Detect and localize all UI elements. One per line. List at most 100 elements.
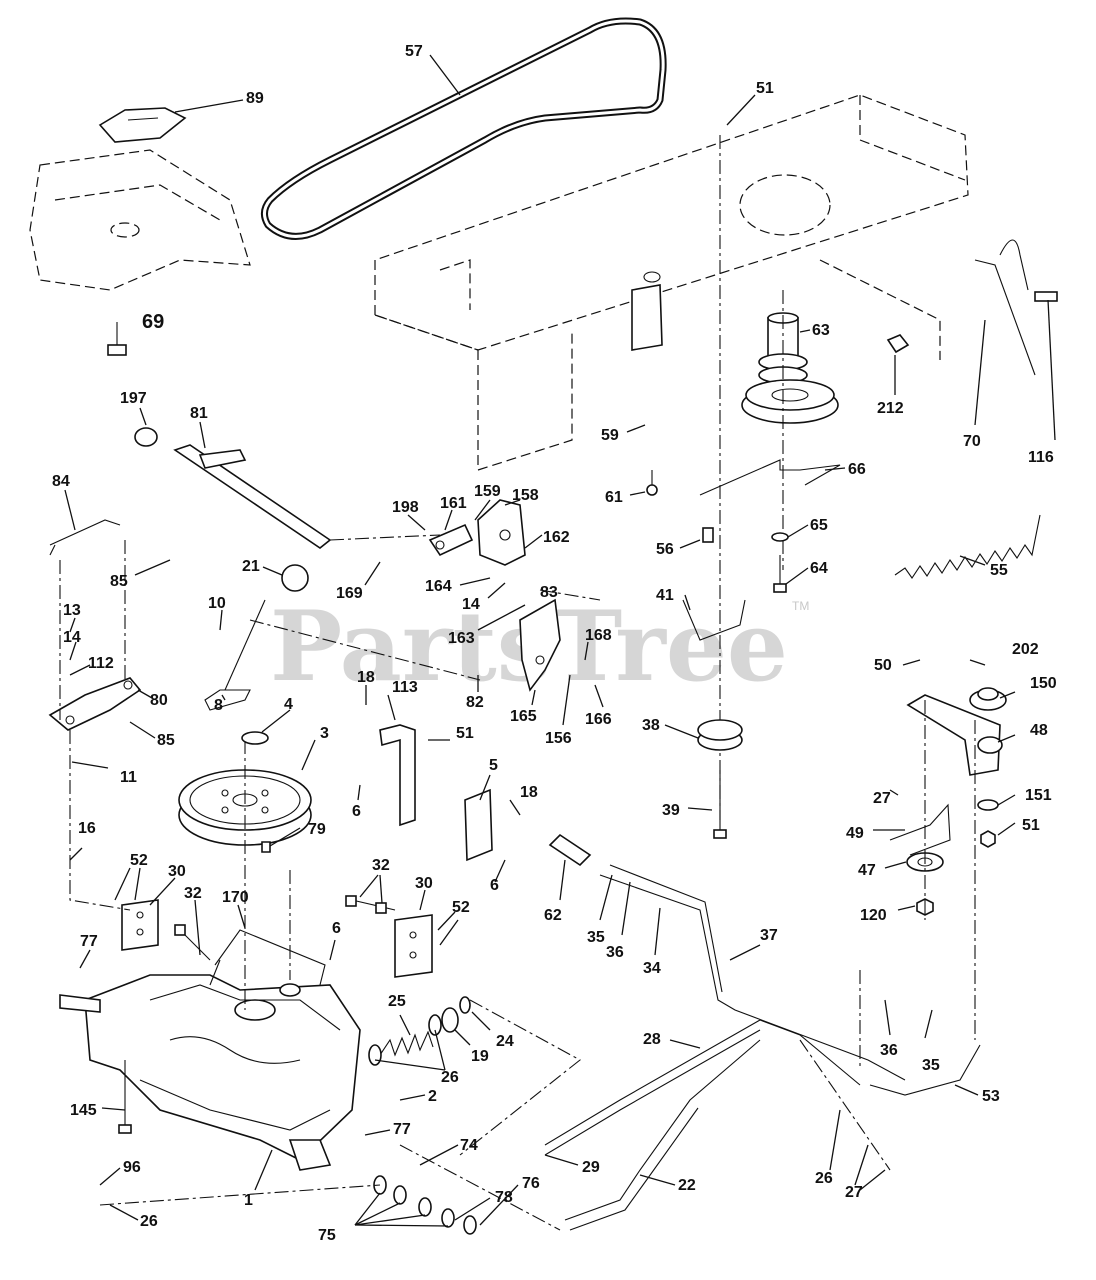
- callout-label: 11: [120, 769, 137, 786]
- washer-65: [771, 532, 789, 542]
- callout-label: 61: [605, 489, 623, 506]
- link-159: [428, 523, 474, 557]
- callout-label: 37: [760, 927, 778, 944]
- bolt-64: [773, 555, 787, 593]
- callout-label: 56: [656, 541, 674, 558]
- callout-label: 26: [441, 1069, 459, 1086]
- callout-label: 166: [585, 711, 612, 728]
- callout-label: 112: [88, 655, 114, 672]
- callout-label: 96: [123, 1159, 141, 1176]
- bracket-49: [889, 803, 951, 856]
- callout-label: 32: [184, 885, 202, 902]
- callout-label: 116: [1028, 449, 1054, 466]
- bushing-19: [428, 1007, 459, 1036]
- callout-label: 170: [222, 889, 249, 906]
- frame: [374, 94, 969, 471]
- rod-53: [869, 1044, 981, 1096]
- spring-55: [894, 514, 1041, 579]
- callout-label: 59: [601, 427, 619, 444]
- callout-label: 25: [388, 993, 406, 1010]
- callout-label: 18: [520, 784, 538, 801]
- callout-label: 30: [168, 863, 186, 880]
- bracket-158: [477, 499, 526, 566]
- callout-label: 48: [1030, 722, 1048, 739]
- callout-label: 14: [63, 629, 81, 646]
- callout-label: 162: [543, 529, 570, 546]
- callout-label: 78: [495, 1189, 513, 1206]
- washers-75: [373, 1175, 477, 1235]
- callout-label: 52: [452, 899, 470, 916]
- bracket-8: [204, 599, 266, 711]
- rod-22: [564, 1039, 761, 1231]
- callout-label: 197: [120, 390, 147, 407]
- washer-151: [977, 799, 999, 811]
- nut-51-right: [980, 830, 996, 848]
- callout-label: 168: [585, 627, 612, 644]
- centerline-9: [399, 1144, 561, 1231]
- callout-label: 169: [336, 585, 363, 602]
- bolt-69: [107, 322, 127, 356]
- idler-pulley-38: [697, 719, 743, 751]
- callout-label: 113: [392, 679, 418, 696]
- bracket-30-right: [394, 914, 433, 978]
- callout-label: 85: [110, 573, 128, 590]
- callout-label: 145: [70, 1102, 97, 1119]
- callout-label: 34: [643, 960, 661, 977]
- callout-label: 6: [352, 803, 361, 820]
- bolt-39: [713, 770, 727, 839]
- callout-label: 51: [1022, 817, 1040, 834]
- bolt-56: [702, 527, 714, 543]
- callout-label: 202: [1012, 641, 1039, 658]
- rod-70: [974, 239, 1058, 376]
- callout-label: 85: [157, 732, 175, 749]
- bracket-41: [682, 599, 746, 641]
- callout-label: 5: [489, 757, 498, 774]
- callout-label: 80: [150, 692, 168, 709]
- centerline-11: [799, 1039, 891, 1171]
- bracket-5: [464, 788, 493, 862]
- centerline-7: [99, 1184, 381, 1206]
- callout-label: 10: [208, 595, 226, 612]
- callout-label: 158: [512, 487, 539, 504]
- callout-label: 27: [845, 1184, 863, 1201]
- washer-4: [241, 731, 269, 745]
- callout-label: 13: [63, 602, 81, 619]
- callout-label: 161: [440, 495, 467, 512]
- bracket-165: [519, 598, 561, 692]
- callout-label: 47: [858, 862, 876, 879]
- bracket-59: [631, 271, 663, 351]
- callout-label: 18: [357, 669, 375, 686]
- bracket-48: [906, 687, 1007, 776]
- callout-label: 19: [471, 1048, 489, 1065]
- callout-label: 49: [846, 825, 864, 842]
- callout-label: 70: [963, 433, 981, 450]
- callout-label: 120: [860, 907, 887, 924]
- leader-lines: [64, 54, 1056, 1227]
- shaft-81: [134, 427, 332, 549]
- callout-label: 77: [80, 933, 98, 950]
- centerline-8: [459, 999, 581, 1156]
- callout-labels: 57 51 89 69 63 212 70 116 59 61 66 197 8…: [52, 43, 1057, 1244]
- callout-label: 1: [244, 1192, 253, 1209]
- callout-label: 165: [510, 708, 537, 725]
- bracket-113: [379, 724, 416, 827]
- callout-label: 26: [815, 1170, 833, 1187]
- callout-label: 35: [587, 929, 605, 946]
- callout-label: 84: [52, 473, 70, 490]
- callout-label: 22: [678, 1177, 696, 1194]
- callout-label: 41: [656, 587, 674, 604]
- callout-label: 36: [606, 944, 624, 961]
- callout-label: 3: [320, 725, 329, 742]
- callout-label: 63: [812, 322, 830, 339]
- bushing-212: [886, 334, 910, 354]
- watermark-trademark: TM: [792, 599, 809, 613]
- callout-label: 36: [880, 1042, 898, 1059]
- bolt-145: [118, 1060, 132, 1134]
- callout-label: 150: [1030, 675, 1057, 692]
- callout-label: 6: [490, 877, 499, 894]
- drive-belt: [261, 17, 667, 240]
- callout-label: 163: [448, 630, 475, 647]
- callout-label: 164: [425, 578, 452, 595]
- callout-label: 76: [522, 1175, 540, 1192]
- key-79: [261, 841, 271, 853]
